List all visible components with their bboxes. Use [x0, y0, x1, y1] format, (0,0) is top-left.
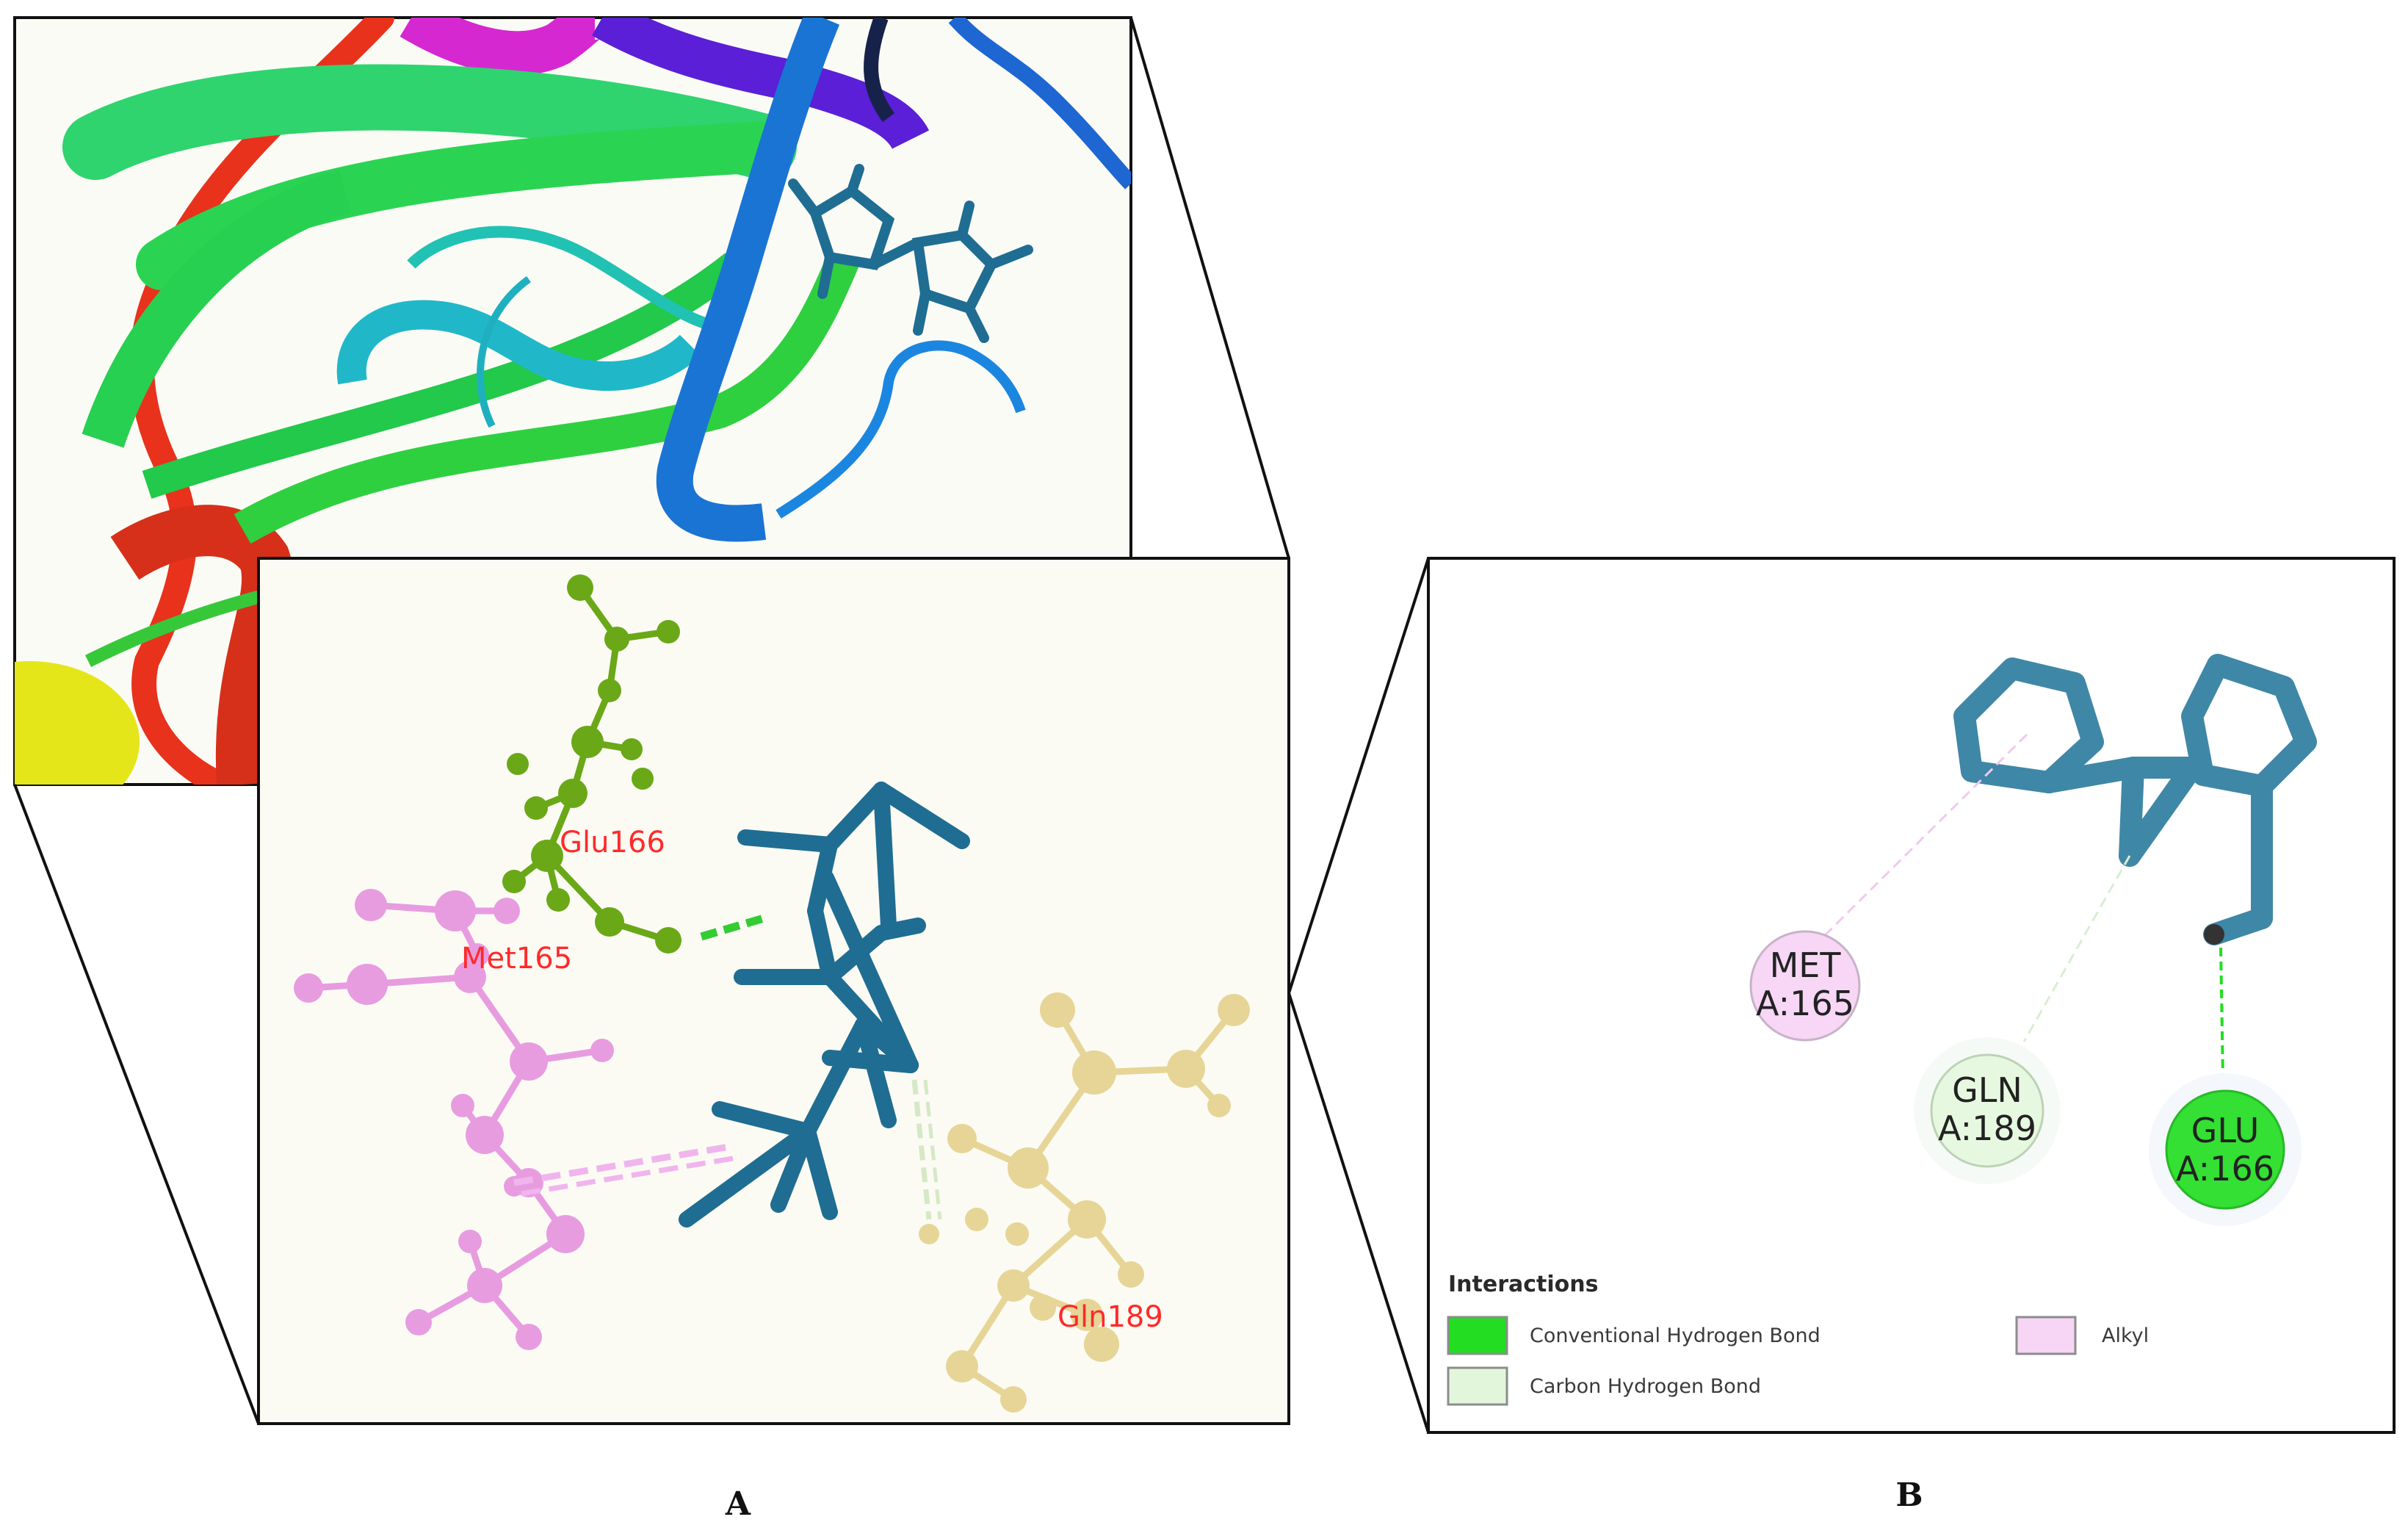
node-name: GLU	[2191, 1111, 2260, 1150]
residue-label-gln189: Gln189	[1057, 1300, 1163, 1334]
ligand-oxygen-atom	[2204, 924, 2224, 945]
met165-residue-model	[294, 889, 614, 1350]
node-chain: A:189	[1938, 1108, 2036, 1148]
legend-swatch-conventional-hbond	[1447, 1316, 1508, 1355]
legend-label-alkyl: Alkyl	[2102, 1324, 2149, 1347]
node-name: MET	[1770, 945, 1842, 985]
interaction-legend: Interactions Conventional Hydrogen Bond …	[1447, 1272, 2149, 1406]
node-chain: A:166	[2176, 1149, 2274, 1189]
ligand-2d-structure	[1953, 654, 2317, 945]
zoom-projection-lines-b	[1287, 558, 1430, 1433]
ligand-stick-model	[679, 782, 970, 1227]
interaction-diagram-2d: MET A:165 GLN A:189 GLU A:166 Interactio…	[1427, 557, 2396, 1434]
zoom-projection-lines-a	[13, 17, 1290, 1424]
node-name: GLN	[1952, 1070, 2022, 1110]
legend-title: Interactions	[1448, 1272, 1598, 1297]
panel-label-b: B	[1895, 1477, 1923, 1514]
interaction-lines-b	[1804, 733, 2224, 1079]
residue-node-gln189: GLN A:189	[1914, 1037, 2061, 1184]
legend-label-conventional-hbond: Conventional Hydrogen Bond	[1530, 1324, 1821, 1347]
residue-node-met165: MET A:165	[1749, 930, 1861, 1042]
legend-swatch-alkyl	[2015, 1316, 2077, 1355]
panel-label-a: A	[725, 1485, 751, 1523]
node-chain: A:165	[1756, 984, 1854, 1023]
protein-ribbon-view	[13, 16, 1132, 786]
binding-site-inset: Glu166 Met165 Gln189	[257, 557, 1290, 1425]
glu166-residue-model	[502, 574, 681, 953]
residue-node-glu166: GLU A:166	[2149, 1073, 2302, 1226]
residue-label-glu166: Glu166	[560, 826, 665, 859]
interaction-lines-a	[513, 914, 942, 1220]
gln189-residue-model	[919, 992, 1250, 1413]
residue-label-met165: Met165	[461, 942, 572, 976]
legend-swatch-carbon-hbond	[1447, 1366, 1508, 1406]
legend-label-carbon-hbond: Carbon Hydrogen Bond	[1530, 1375, 1761, 1398]
